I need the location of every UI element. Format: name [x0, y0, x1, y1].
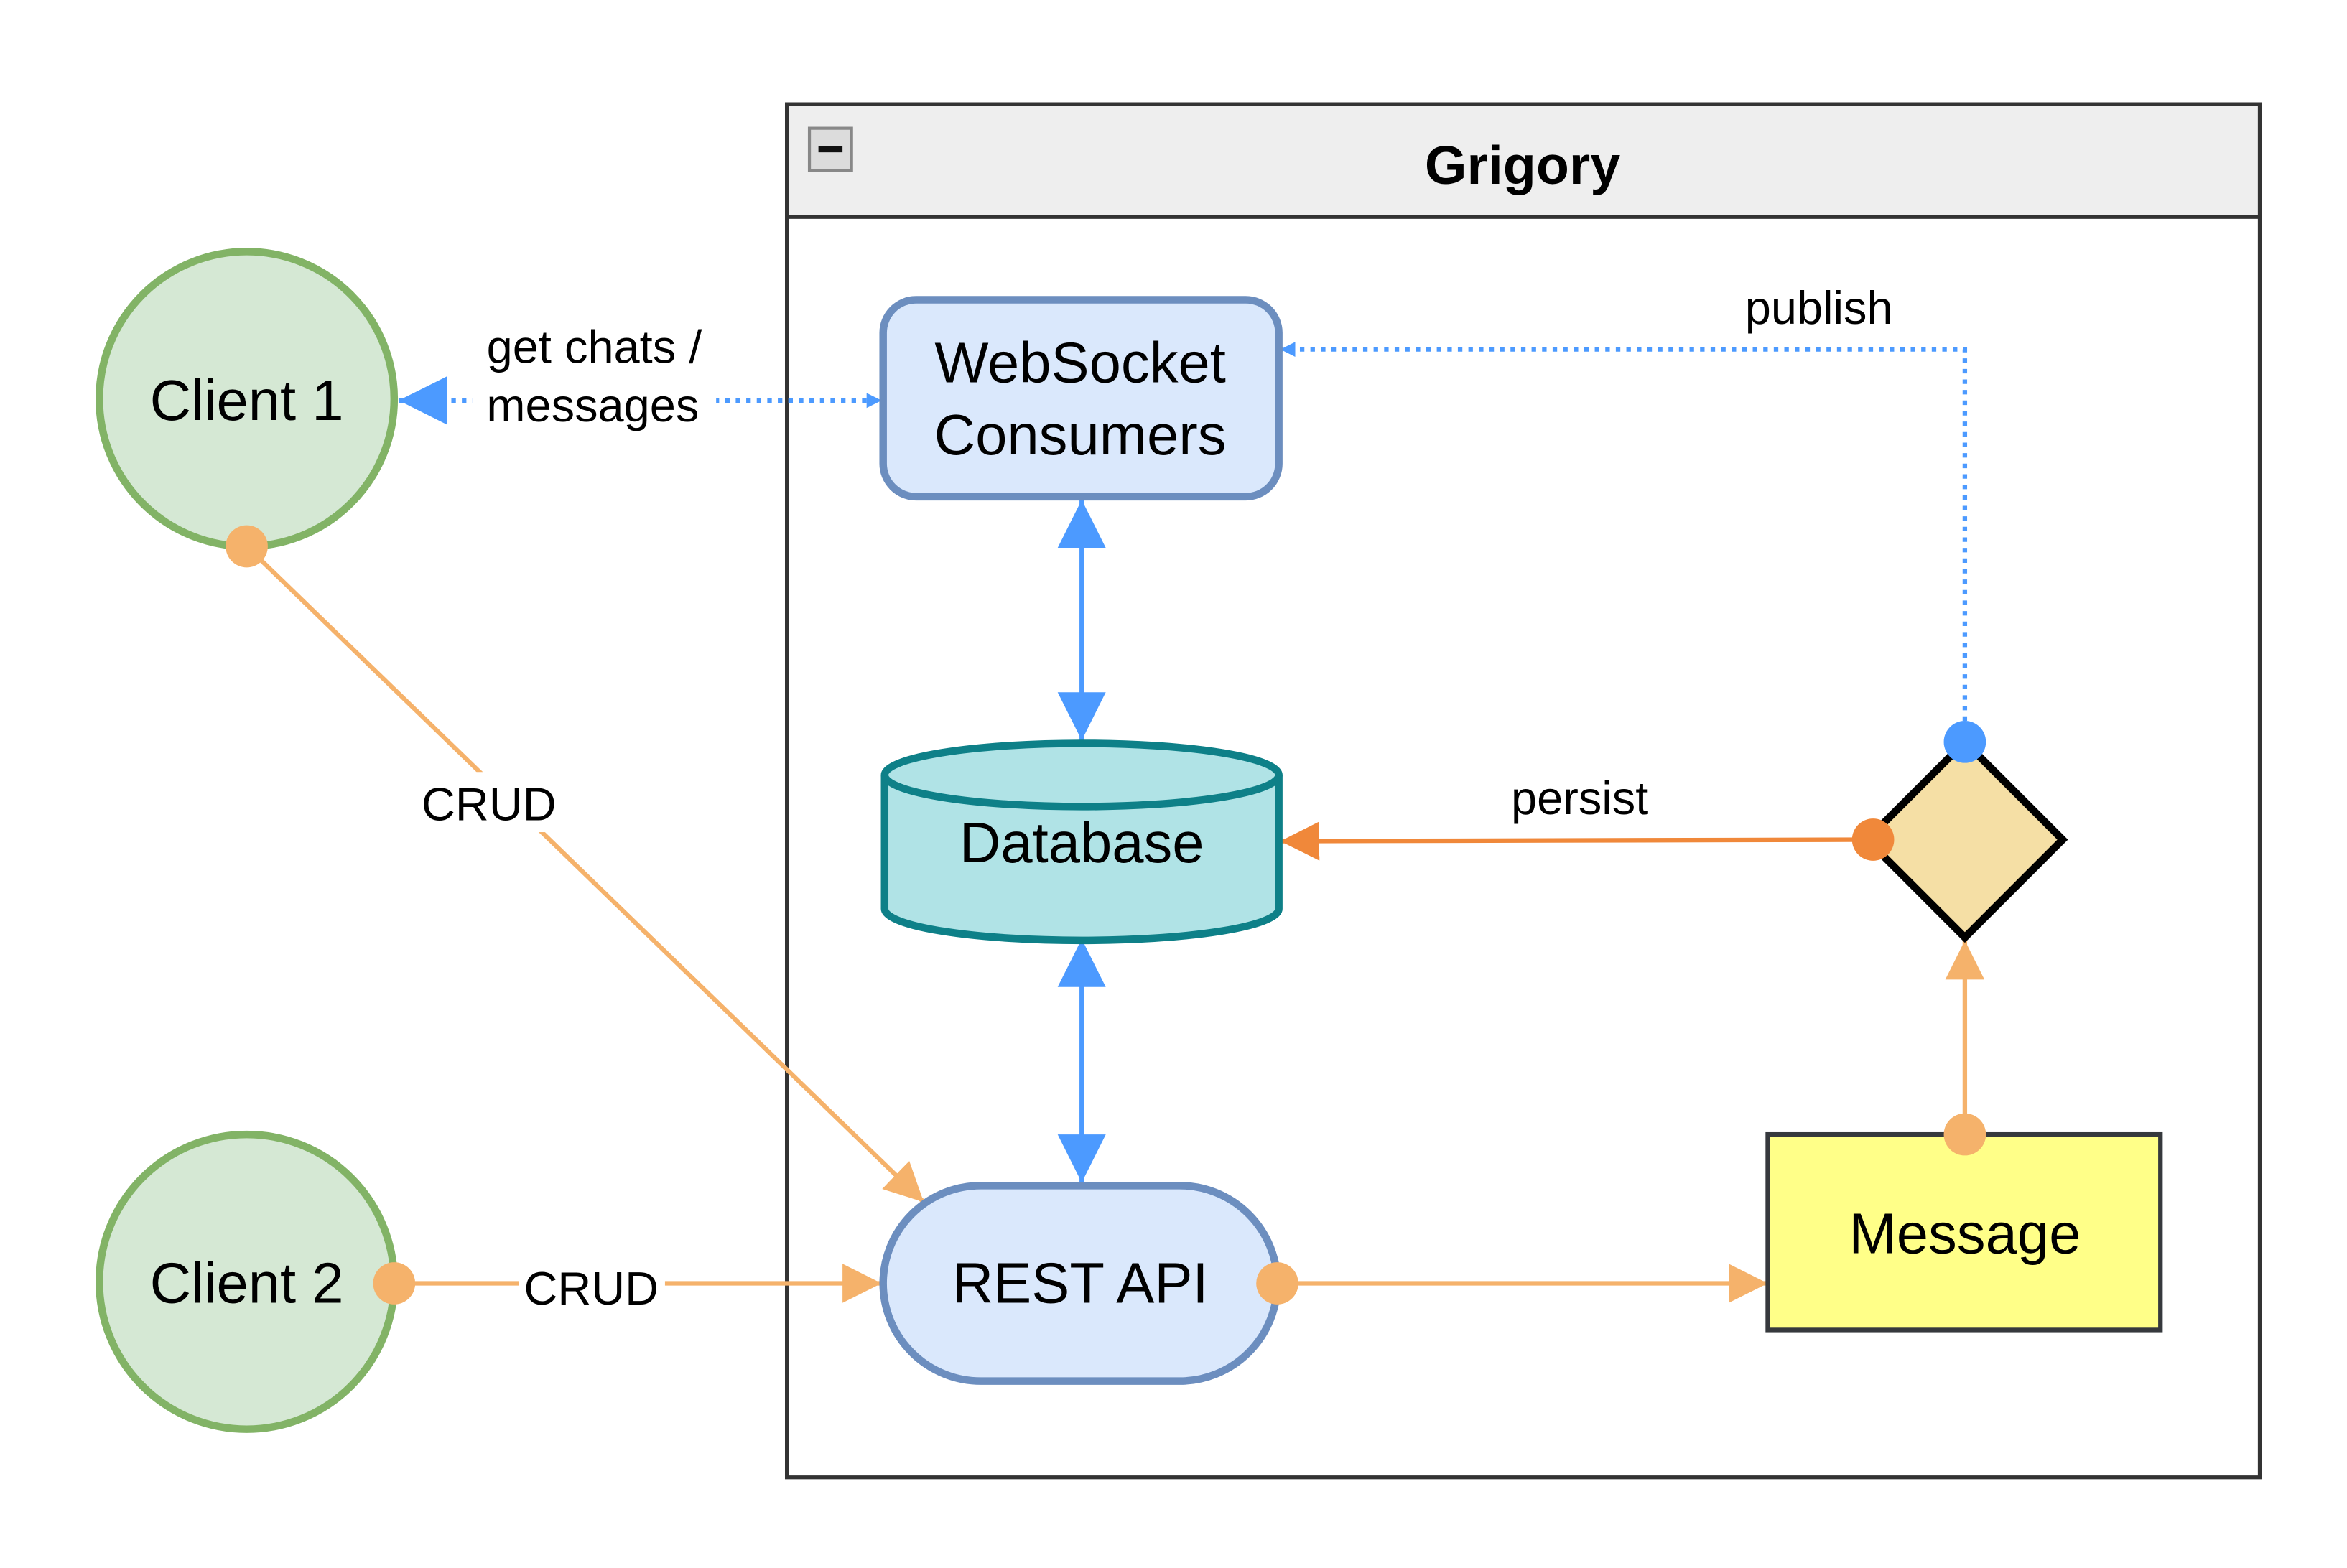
edge-label-messages: messages	[486, 379, 699, 431]
connection-point	[1256, 1262, 1298, 1305]
container-title: Grigory	[1425, 135, 1620, 195]
connection-point	[226, 525, 268, 568]
edge-label-publish: publish	[1745, 281, 1893, 334]
websocket-label-line2: Consumers	[934, 403, 1227, 467]
client-1-node[interactable]: Client 1	[96, 248, 399, 551]
websocket-consumers-node[interactable]: WebSocket Consumers	[879, 296, 1283, 501]
edge-client1-restapi[interactable]	[245, 544, 926, 1204]
decision-diamond[interactable]	[1862, 736, 2068, 943]
client-2-label: Client 2	[150, 1251, 344, 1315]
edge-label-crud-1: CRUD	[422, 778, 557, 830]
database-cylinder[interactable]	[880, 775, 1283, 945]
client-1-label: Client 1	[150, 368, 344, 432]
message-node[interactable]: Message	[1765, 1131, 2163, 1333]
edge-label-bg	[472, 320, 717, 435]
connection-point	[373, 1262, 416, 1305]
collapse-button[interactable]	[807, 126, 853, 172]
edge-label-get-chats: get chats /	[487, 320, 703, 373]
connection-point	[1851, 818, 1895, 861]
rest-api-label: REST API	[952, 1251, 1209, 1315]
connection-point	[1943, 1113, 1986, 1156]
message-box[interactable]	[1765, 1131, 2163, 1333]
grigory-container-header	[784, 102, 2262, 219]
decision-node[interactable]	[1862, 736, 2068, 943]
websocket-label-line1: WebSocket	[934, 331, 1226, 395]
minus-icon	[818, 146, 843, 153]
database-label: Database	[959, 811, 1204, 874]
websocket-consumers-box[interactable]	[879, 296, 1283, 501]
database-cylinder-top	[880, 739, 1283, 811]
edge-decision-database[interactable]	[1280, 821, 1874, 861]
edge-label-persist: persist	[1511, 772, 1648, 824]
connection-point	[1943, 721, 1986, 763]
edge-decision-websocket[interactable]	[1280, 342, 1968, 742]
message-label: Message	[1849, 1202, 2081, 1266]
client-2-node[interactable]: Client 2	[96, 1130, 399, 1433]
rest-api-node[interactable]: REST API	[879, 1182, 1281, 1385]
edge-label-crud-2: CRUD	[524, 1262, 659, 1315]
edge-label-bg	[519, 1256, 665, 1314]
edge-label-bg	[415, 772, 563, 833]
database-node[interactable]: Database	[880, 739, 1283, 945]
